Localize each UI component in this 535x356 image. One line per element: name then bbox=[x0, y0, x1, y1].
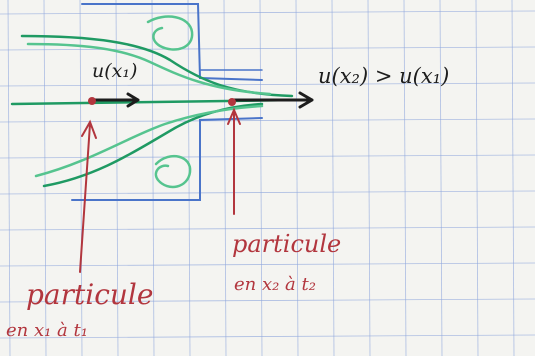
pointer-arrows bbox=[79, 107, 241, 273]
grid-line bbox=[0, 226, 535, 231]
grid-line bbox=[331, 0, 335, 356]
grid-line bbox=[0, 118, 535, 123]
velocity-inequality-label: u(x₂) > u(x₁) bbox=[318, 64, 450, 88]
grid-line bbox=[0, 46, 535, 51]
streamline-bottom-inner bbox=[34, 104, 264, 178]
eddy-bottom bbox=[154, 154, 192, 189]
pointer-arrow-particle-1 bbox=[79, 119, 97, 273]
grid-line bbox=[475, 0, 479, 356]
particle-1-location: en x₁ à t₁ bbox=[6, 320, 88, 341]
pointer-arrow-particle-2 bbox=[227, 107, 241, 215]
grid-line bbox=[439, 0, 443, 356]
grid-line bbox=[0, 10, 535, 15]
grid-line bbox=[367, 0, 371, 356]
velocity-arrow-x2 bbox=[230, 91, 314, 109]
grid-line bbox=[0, 298, 535, 303]
grid-line bbox=[259, 0, 263, 356]
particle-2-location: en x₂ à t₂ bbox=[234, 274, 316, 295]
grid-line bbox=[79, 0, 83, 356]
particle-markers bbox=[88, 97, 236, 106]
pipe-upper-wall bbox=[81, 3, 263, 81]
grid-line bbox=[0, 154, 535, 159]
grid-line bbox=[511, 0, 515, 356]
velocity-arrows bbox=[90, 91, 314, 109]
streamlines bbox=[10, 15, 297, 189]
particle-1-label: particule bbox=[26, 278, 154, 311]
velocity-label-x1: u(x₁) bbox=[92, 60, 138, 82]
grid-line bbox=[7, 0, 11, 356]
grid-line bbox=[223, 0, 227, 356]
grid-line bbox=[151, 0, 155, 356]
grid-line bbox=[0, 334, 535, 339]
streamline-top-inner bbox=[26, 42, 272, 96]
grid-line bbox=[403, 0, 407, 356]
eddy-top bbox=[146, 15, 194, 51]
grid-line bbox=[0, 262, 535, 267]
grid-line bbox=[295, 0, 299, 356]
grid-line bbox=[0, 82, 535, 87]
grid-line bbox=[115, 0, 119, 356]
particle-dot-x1 bbox=[88, 97, 96, 105]
grid-line bbox=[43, 0, 47, 356]
particle-dot-x2 bbox=[228, 98, 236, 106]
velocity-arrow-x1 bbox=[90, 92, 140, 108]
grid-line bbox=[0, 190, 535, 195]
particle-2-label: particule bbox=[232, 230, 342, 258]
